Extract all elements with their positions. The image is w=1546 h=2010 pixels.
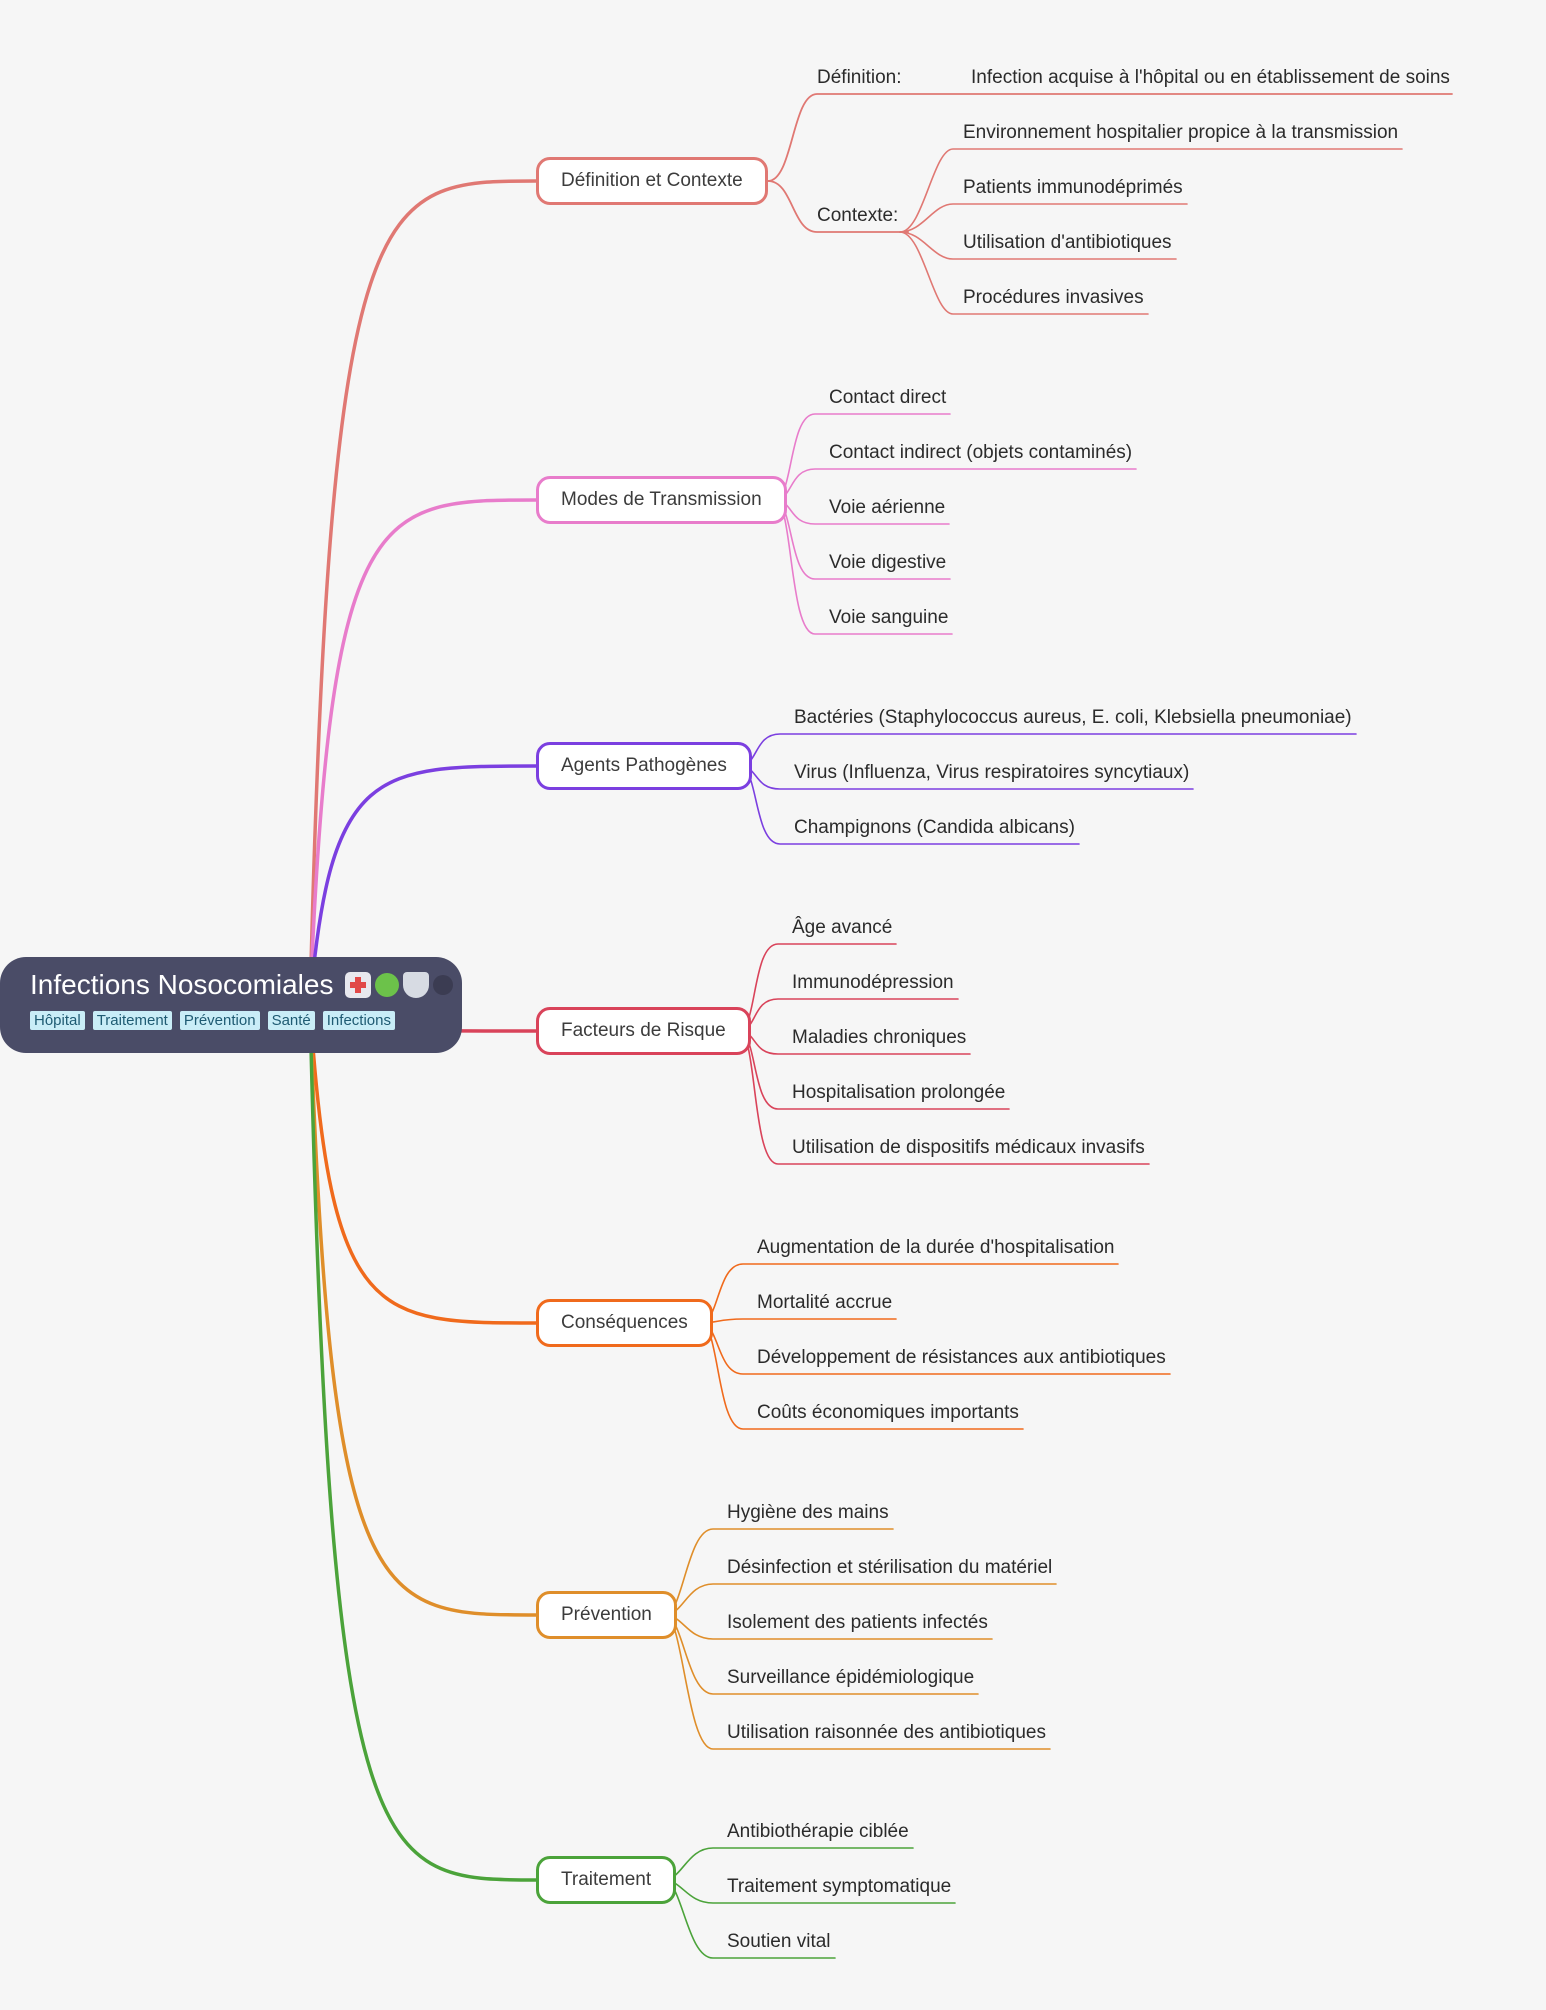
group-label-contexte: Contexte: [817,205,899,226]
leaf-prevention-1[interactable]: Désinfection et stérilisation du matérie… [727,1557,1053,1578]
leaf-connector [899,231,1149,315]
leaf-pathogens-2[interactable]: Champignons (Candida albicans) [794,817,1075,838]
leaf-prevention-4[interactable]: Utilisation raisonnée des antibiotiques [727,1722,1046,1743]
branch-connector [308,179,538,1007]
branch-connector [308,1003,538,1617]
branch-traitement[interactable]: Traitement [536,1856,677,1904]
tag-hopital[interactable]: Hôpital [30,1011,85,1030]
microbe-icon [375,973,400,997]
medical-staff-icon [433,975,454,995]
group-label-definition: Définition: [817,67,902,88]
tag-list: Hôpital Traitement Prévention Santé Infe… [30,1011,462,1030]
leaf-connector [899,231,1177,260]
leaf-transmission-1[interactable]: Contact indirect (objets contaminés) [829,442,1133,463]
root-title-row: Infections Nosocomiales [30,969,462,1001]
branch-connector [308,498,538,1007]
leaf-connector [899,203,1188,233]
leaf-consequences-0[interactable]: Augmentation de la durée d'hospitalisati… [757,1237,1115,1258]
root-node[interactable]: Infections Nosocomiales Hôpital Traiteme… [0,957,462,1053]
leaf-risk-3[interactable]: Hospitalisation prolongée [792,1082,1006,1103]
branch-prevention[interactable]: Prévention [536,1591,677,1639]
branch-connector [308,1003,538,1882]
branch-modes-transmission[interactable]: Modes de Transmission [536,476,787,524]
leaf-prevention-2[interactable]: Isolement des patients infectés [727,1612,988,1633]
root-icons [345,972,454,998]
group-connector [767,93,1453,182]
leaf-risk-2[interactable]: Maladies chroniques [792,1027,967,1048]
leaf-transmission-0[interactable]: Contact direct [829,387,947,408]
tag-prevention[interactable]: Prévention [179,1011,260,1030]
branch-facteurs-risque[interactable]: Facteurs de Risque [536,1007,751,1055]
leaf-connector [899,148,1403,233]
leaf-consequences-1[interactable]: Mortalité accrue [757,1292,893,1313]
hospital-icon [345,972,372,998]
leaf-consequences-3[interactable]: Coûts économiques importants [757,1402,1019,1423]
leaf-prevention-0[interactable]: Hygiène des mains [727,1502,889,1523]
leaf-transmission-3[interactable]: Voie digestive [829,552,947,573]
leaf-pathogens-0[interactable]: Bactéries (Staphylococcus aureus, E. col… [794,707,1352,728]
leaf-risk-0[interactable]: Âge avancé [792,917,893,938]
leaf-contexte-3[interactable]: Procédures invasives [963,287,1144,308]
leaf-definition-0[interactable]: Infection acquise à l'hôpital ou en étab… [971,67,1450,88]
leaf-transmission-4[interactable]: Voie sanguine [829,607,949,628]
leaf-contexte-2[interactable]: Utilisation d'antibiotiques [963,232,1172,253]
leaf-treatment-2[interactable]: Soutien vital [727,1931,831,1952]
leaf-prevention-3[interactable]: Surveillance épidémiologique [727,1667,975,1688]
shield-icon [403,972,430,998]
tag-sante[interactable]: Santé [267,1011,315,1030]
group-connector [767,180,909,233]
branch-connector [308,764,538,1007]
branch-consequences[interactable]: Conséquences [536,1299,713,1347]
leaf-connector [700,1318,897,1324]
leaf-treatment-1[interactable]: Traitement symptomatique [727,1876,952,1897]
leaf-contexte-1[interactable]: Patients immunodéprimés [963,177,1183,198]
leaf-risk-1[interactable]: Immunodépression [792,972,954,993]
leaf-risk-4[interactable]: Utilisation de dispositifs médicaux inva… [792,1137,1145,1158]
root-title: Infections Nosocomiales [30,969,334,1000]
branch-definition-contexte[interactable]: Définition et Contexte [536,157,768,205]
leaf-transmission-2[interactable]: Voie aérienne [829,497,946,518]
tag-infections[interactable]: Infections [322,1011,395,1030]
tag-traitement[interactable]: Traitement [92,1011,172,1030]
leaf-consequences-2[interactable]: Développement de résistances aux antibio… [757,1347,1166,1368]
leaf-pathogens-1[interactable]: Virus (Influenza, Virus respiratoires sy… [794,762,1190,783]
branch-connector [308,1003,538,1325]
leaf-contexte-0[interactable]: Environnement hospitalier propice à la t… [963,122,1399,143]
branch-agents-pathogenes[interactable]: Agents Pathogènes [536,742,752,790]
leaf-treatment-0[interactable]: Antibiothérapie ciblée [727,1821,909,1842]
